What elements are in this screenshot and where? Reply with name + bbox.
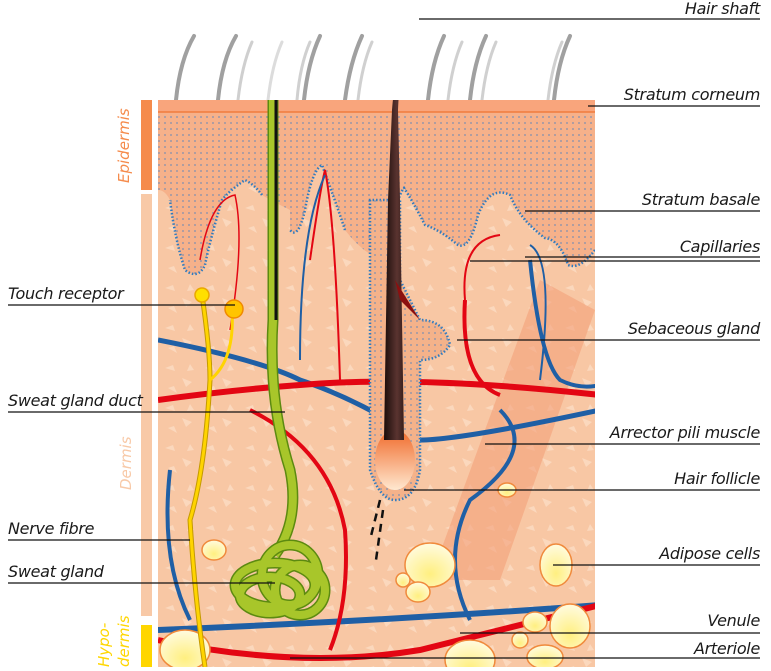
touch-receptor-2 xyxy=(224,299,244,319)
label-sebaceous-gland: Sebaceous gland xyxy=(627,319,760,338)
label-arteriole: Arteriole xyxy=(693,639,760,658)
stratum-corneum-band xyxy=(158,100,595,112)
hair-shaft xyxy=(384,100,404,440)
label-touch-receptor: Touch receptor xyxy=(8,284,124,303)
label-capillaries: Capillaries xyxy=(679,237,760,256)
hypodermis-label-line1: Hypo- xyxy=(95,622,113,667)
epidermis-bar xyxy=(141,100,152,190)
label-hair-follicle: Hair follicle xyxy=(674,469,760,488)
label-stratum-basale: Stratum basale xyxy=(641,190,760,209)
vein-upper xyxy=(158,337,595,443)
stratum-basale-line xyxy=(168,163,595,276)
label-arrector-pili-muscle: Arrector pili muscle xyxy=(609,423,761,442)
leader-lines xyxy=(8,18,760,659)
touch-receptor-1 xyxy=(194,287,210,303)
venule xyxy=(158,602,595,633)
dermis-label: Dermis xyxy=(117,436,135,490)
nerve-fibre xyxy=(188,294,212,667)
hair-bulb xyxy=(375,430,415,490)
label-hair-shaft: Hair shaft xyxy=(684,0,760,18)
label-sweat-gland: Sweat gland xyxy=(8,562,104,581)
label-sweat-gland-duct: Sweat gland duct xyxy=(8,391,143,410)
sweat-gland-duct xyxy=(268,100,297,558)
adipose-cells xyxy=(159,482,591,667)
label-nerve-fibre: Nerve fibre xyxy=(8,519,95,538)
label-venule: Venule xyxy=(707,611,760,630)
hypodermis-bar xyxy=(141,625,152,667)
sweat-gland xyxy=(229,539,331,621)
label-adipose-cells: Adipose cells xyxy=(659,544,760,563)
hypodermis-label-line2: dermis xyxy=(115,615,133,667)
dermis-bar xyxy=(141,194,152,616)
label-stratum-corneum: Stratum corneum xyxy=(623,85,761,104)
artery-upper xyxy=(158,378,595,403)
surface-hairs xyxy=(174,34,572,102)
epidermis-label: Epidermis xyxy=(115,108,133,183)
